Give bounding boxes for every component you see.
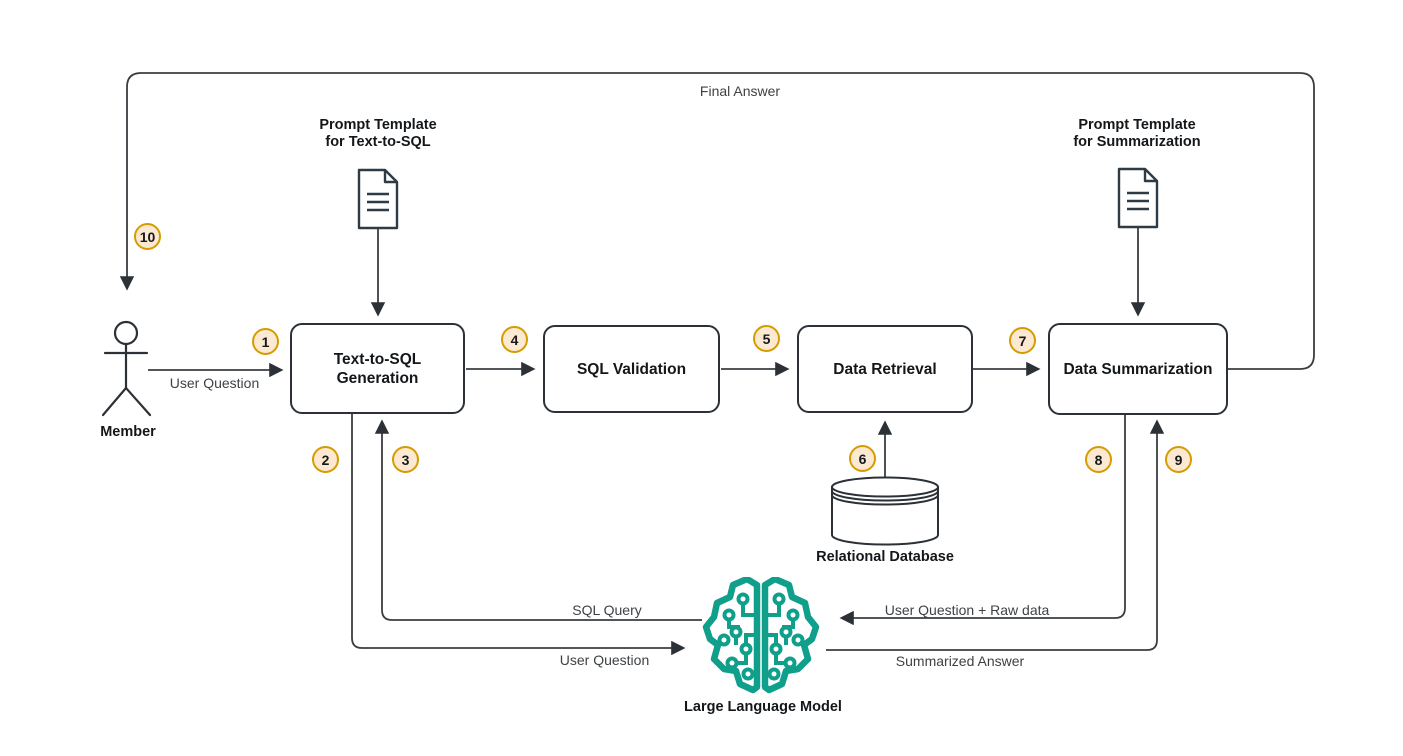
step-badge-7: 7 xyxy=(1009,327,1036,354)
step-badge-5: 5 xyxy=(753,325,780,352)
member-label: Member xyxy=(100,424,156,440)
large-language-model-icon xyxy=(702,577,820,694)
large-language-model-label: Large Language Model xyxy=(684,699,842,715)
relational-database-label: Relational Database xyxy=(816,549,954,565)
node-data-summarization-label: Data Summarization xyxy=(1063,360,1213,378)
prompt-template-text-to-sql-line1: Prompt Template xyxy=(319,117,437,133)
step-badge-4: 4 xyxy=(501,326,528,353)
step-badge-1: 1 xyxy=(252,328,279,355)
step-badge-8: 8 xyxy=(1085,446,1112,473)
node-data-summarization: Data Summarization xyxy=(1048,323,1228,415)
step-badge-9: 9 xyxy=(1165,446,1192,473)
edge-label-summarized-answer: Summarized Answer xyxy=(895,653,1025,669)
prompt-template-summarization-line1: Prompt Template xyxy=(1078,117,1196,133)
edge-label-sql-query: SQL Query xyxy=(572,602,642,618)
step-badge-3: 3 xyxy=(392,446,419,473)
relational-database-icon xyxy=(831,476,939,546)
member-icon xyxy=(101,320,152,417)
edge-user-question-raw-data-line xyxy=(839,414,1126,626)
edge-sql-query-line xyxy=(374,419,702,621)
prompt-template-summarization-label: Prompt Template for Summarization xyxy=(1047,117,1227,151)
node-data-retrieval-label: Data Retrieval xyxy=(833,360,937,378)
prompt-template-text-to-sql-icon xyxy=(357,168,399,230)
prompt-template-summarization-icon xyxy=(1117,167,1159,229)
node-sql-validation: SQL Validation xyxy=(543,325,720,413)
edge-label-final-answer: Final Answer xyxy=(699,83,781,99)
prompt-template-text-to-sql-label: Prompt Template for Text-to-SQL xyxy=(288,117,468,151)
node-text-to-sql-generation: Text-to-SQL Generation xyxy=(290,323,465,414)
edge-label-user-question-raw-data: User Question + Raw data xyxy=(884,602,1050,618)
edge-label-user-question-member: User Question xyxy=(169,375,260,391)
edge-final-answer-line xyxy=(119,72,1315,370)
node-sql-validation-label: SQL Validation xyxy=(576,360,687,378)
prompt-template-text-to-sql-line2: for Text-to-SQL xyxy=(325,134,431,150)
edge-summarized-answer-line xyxy=(826,419,1165,651)
prompt-template-summarization-line2: for Summarization xyxy=(1073,134,1201,150)
edge-user-question-to-llm-line xyxy=(351,414,686,656)
step-badge-2: 2 xyxy=(312,446,339,473)
node-text-to-sql-generation-label: Text-to-SQL Generation xyxy=(333,350,422,387)
step-badge-10: 10 xyxy=(134,223,161,250)
step-badge-6: 6 xyxy=(849,445,876,472)
node-data-retrieval: Data Retrieval xyxy=(797,325,973,413)
edge-label-user-question-llm: User Question xyxy=(559,652,650,668)
